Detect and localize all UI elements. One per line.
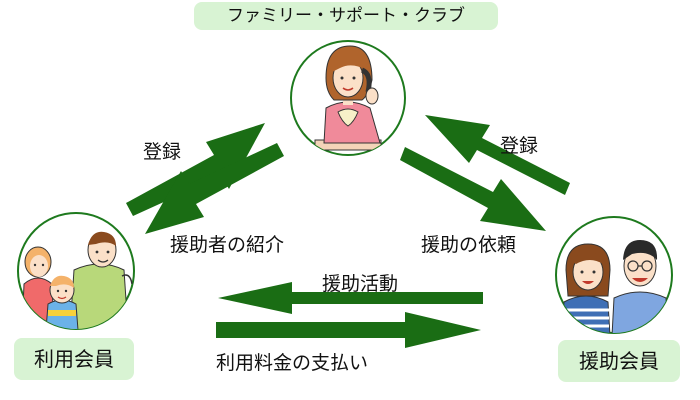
label-usage-fee-payment: 利用料金の支払い <box>216 352 369 374</box>
helper-members-label: 援助会員 <box>558 340 680 382</box>
label-helper-introduction: 援助者の紹介 <box>170 234 285 256</box>
user-family-circle <box>17 212 135 330</box>
user-members-label: 利用会員 <box>14 338 134 380</box>
arrow-usage-fee-payment <box>216 312 481 348</box>
helper-couple-circle <box>555 216 673 334</box>
coordinator-icon <box>314 45 382 151</box>
arrow-helper-register <box>425 115 570 195</box>
coordinator-circle <box>290 40 406 156</box>
helper-couple-icon <box>561 240 669 333</box>
arrow-support-activity <box>218 282 483 314</box>
family-icon <box>21 231 133 329</box>
arrow-helper-introduction <box>145 143 284 234</box>
label-helper-register: 登録 <box>500 135 539 157</box>
arrow-support-request <box>400 147 546 231</box>
label-support-request: 援助の依頼 <box>421 234 517 256</box>
label-support-activity: 援助活動 <box>322 273 399 295</box>
label-user-register: 登録 <box>143 141 182 163</box>
arrow-user-register <box>126 123 265 216</box>
club-title: ファミリー・サポート・クラブ <box>194 2 498 30</box>
